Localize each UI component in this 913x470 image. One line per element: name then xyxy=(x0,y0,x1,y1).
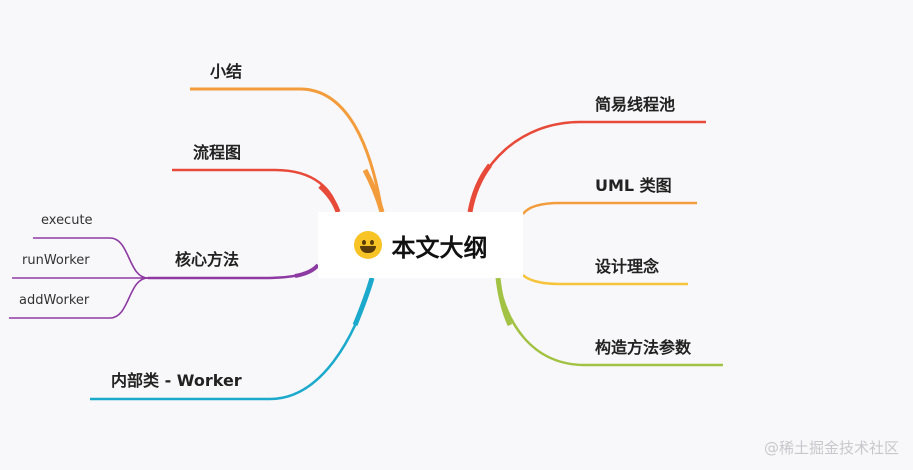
link-summary xyxy=(190,87,384,213)
node-flowchart[interactable]: 流程图 xyxy=(193,143,242,162)
node-uml[interactable]: UML 类图 xyxy=(595,176,672,195)
link-constructor-tip xyxy=(495,277,513,327)
node-core-methods[interactable]: 核心方法 xyxy=(175,250,240,269)
link-addworker xyxy=(9,277,149,319)
link-simple-pool-tip xyxy=(467,163,493,213)
link-summary-tip xyxy=(362,168,385,213)
link-core-methods-tip xyxy=(294,263,320,278)
node-inner-class[interactable]: 内部类 - Worker xyxy=(111,371,242,390)
link-uml xyxy=(521,201,697,215)
link-simple-pool xyxy=(468,120,706,213)
root-node[interactable]: 本文大纲 xyxy=(318,212,523,278)
node-constructor-params[interactable]: 构造方法参数 xyxy=(595,338,692,357)
node-simple-pool[interactable]: 简易线程池 xyxy=(595,95,676,114)
link-execute xyxy=(33,237,149,279)
link-design xyxy=(522,274,688,286)
watermark: @稀土掘金技术社区 xyxy=(763,439,899,457)
node-summary[interactable]: 小结 xyxy=(210,62,243,81)
link-flowchart-tip xyxy=(318,184,341,213)
link-flowchart xyxy=(172,168,340,213)
node-addworker[interactable]: addWorker xyxy=(19,293,90,308)
node-execute[interactable]: execute xyxy=(41,213,93,228)
node-runworker[interactable]: runWorker xyxy=(22,253,90,268)
node-design[interactable]: 设计理念 xyxy=(595,257,660,276)
link-inner-class-tip xyxy=(352,277,375,326)
root-title: 本文大纲 xyxy=(391,233,488,262)
grinning-face-icon xyxy=(353,231,382,259)
